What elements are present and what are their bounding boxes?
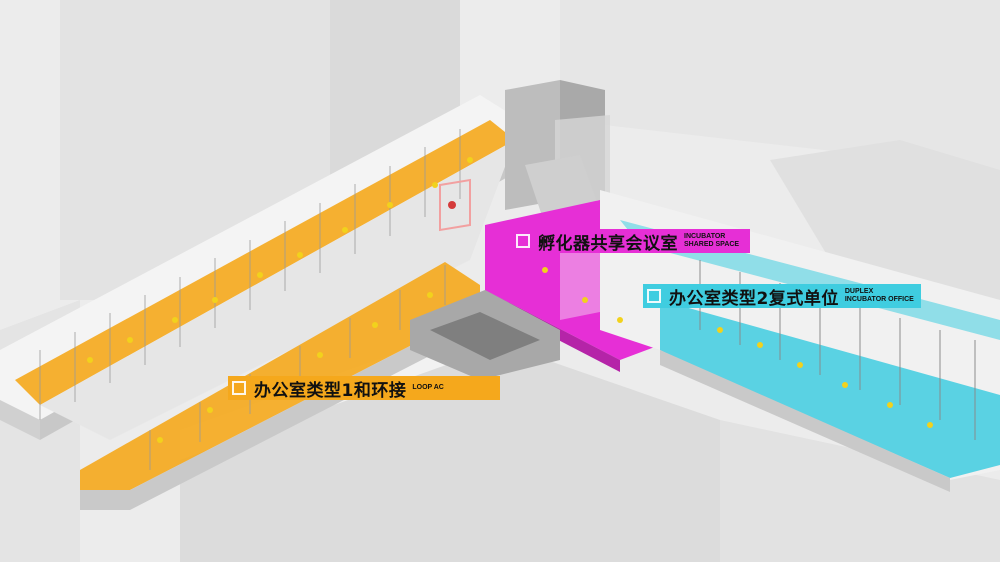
label-duplex-office: 办公室类型2复式单位 DUPLEX INCUBATOR OFFICE [643,284,921,309]
label-loop-cn: 办公室类型1和环接 [254,380,407,401]
label-marker [516,234,530,248]
label-incubator-cn: 孵化器共享会议室 [538,233,678,254]
label-loop-en: LOOP AC [412,384,444,391]
label-duplex-cn: 办公室类型2复式单位 [669,288,839,309]
label-marker [232,381,246,395]
highlighted-figure [448,201,456,209]
atrium [410,290,560,380]
label-incubator-en: INCUBATOR SHARED SPACE [684,233,740,248]
label-loop-office: 办公室类型1和环接 LOOP AC [228,376,500,401]
label-incubator-shared-space: 孵化器共享会议室 INCUBATOR SHARED SPACE [512,229,750,254]
left-wing-partitions [39,129,461,470]
label-duplex-en: DUPLEX INCUBATOR OFFICE [844,288,914,303]
core-tower [439,80,610,232]
label-marker [647,289,661,303]
people-figures [87,157,933,443]
